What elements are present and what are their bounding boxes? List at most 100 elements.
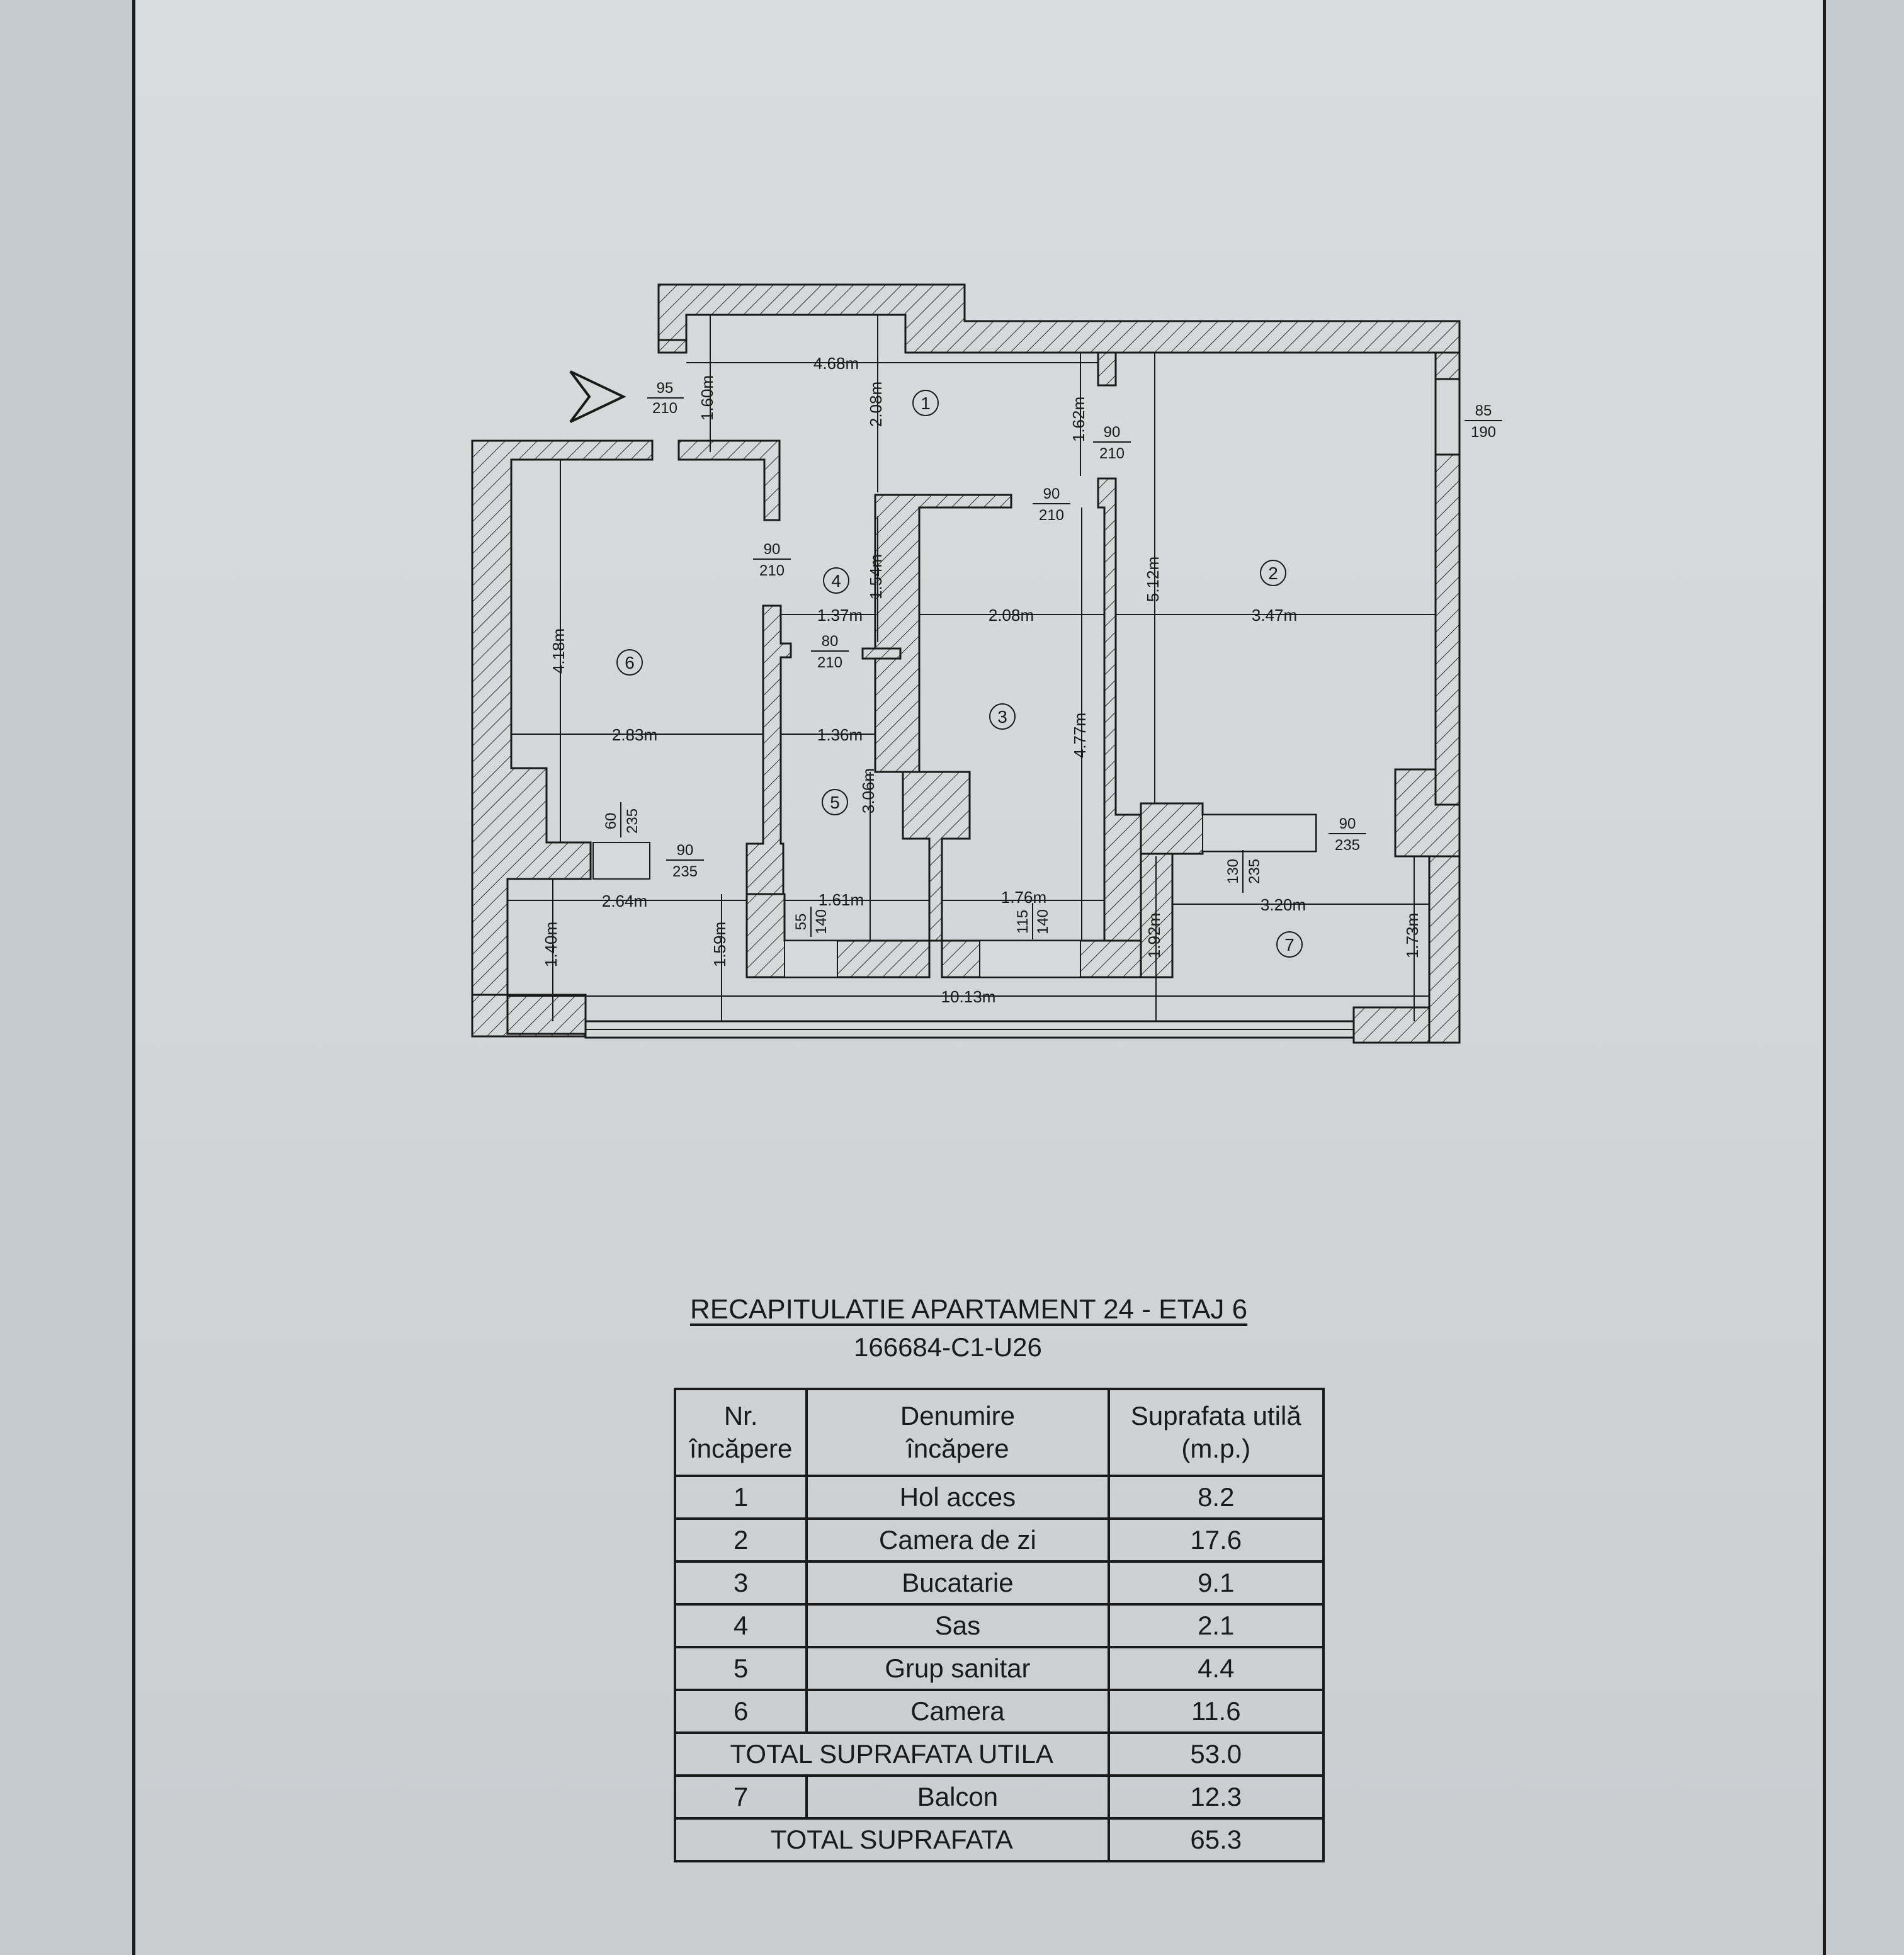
svg-text:1.59m: 1.59m bbox=[710, 922, 729, 967]
svg-text:55: 55 bbox=[793, 914, 810, 931]
svg-text:2: 2 bbox=[1268, 564, 1278, 583]
row-area: 4.4 bbox=[1107, 1646, 1325, 1691]
row-nr: 3 bbox=[673, 1560, 808, 1606]
svg-text:210: 210 bbox=[1099, 445, 1125, 462]
svg-text:235: 235 bbox=[1335, 837, 1360, 854]
svg-text:3: 3 bbox=[997, 707, 1007, 727]
row-name: Camera de zi bbox=[805, 1517, 1110, 1563]
wall-living-bottom-right bbox=[1394, 768, 1461, 858]
svg-text:90: 90 bbox=[1104, 424, 1121, 441]
wall-balcony-right bbox=[1428, 855, 1461, 1044]
svg-text:1.54m: 1.54m bbox=[866, 554, 885, 599]
wall-bedroom-top-right bbox=[677, 439, 781, 521]
svg-text:1.76m: 1.76m bbox=[1001, 888, 1046, 907]
balcony-name: Balcon bbox=[805, 1774, 1110, 1820]
svg-text:80: 80 bbox=[822, 633, 839, 650]
svg-text:210: 210 bbox=[817, 654, 842, 671]
svg-text:4.18m: 4.18m bbox=[549, 628, 568, 674]
svg-text:1.60m: 1.60m bbox=[698, 375, 717, 421]
svg-text:7: 7 bbox=[1284, 935, 1295, 955]
svg-text:10.13m: 10.13m bbox=[941, 987, 996, 1006]
balcony-row: 7 Balcon 12.3 bbox=[673, 1774, 1325, 1820]
row-name: Grup sanitar bbox=[805, 1646, 1110, 1691]
row-nr: 6 bbox=[673, 1689, 808, 1734]
row-area: 9.1 bbox=[1107, 1560, 1325, 1606]
door-bedroom-balcony bbox=[592, 842, 650, 880]
wall-entry-stub bbox=[657, 339, 688, 354]
room-label-6: 6 bbox=[616, 649, 643, 676]
svg-text:3.20m: 3.20m bbox=[1261, 895, 1306, 914]
row-name: Bucatarie bbox=[805, 1560, 1110, 1606]
room-label-7: 7 bbox=[1276, 931, 1303, 958]
svg-text:90: 90 bbox=[677, 842, 694, 859]
dimension-labels: 4.68m 1.60m 2.08m 1.62m 1.54m 1.37m 2.08… bbox=[541, 354, 1422, 1006]
header-nr: Nr. încăpere bbox=[673, 1388, 808, 1477]
svg-text:4.68m: 4.68m bbox=[813, 354, 859, 373]
row-nr: 5 bbox=[673, 1646, 808, 1691]
door-living-balcony bbox=[1202, 814, 1317, 852]
svg-text:1.62m: 1.62m bbox=[1069, 397, 1088, 442]
row-area: 11.6 bbox=[1107, 1689, 1325, 1734]
svg-text:130: 130 bbox=[1225, 859, 1242, 884]
recap-table: Nr. încăpere Denumire încăpere Suprafata… bbox=[673, 1388, 1325, 1862]
svg-text:140: 140 bbox=[1034, 909, 1051, 934]
walls bbox=[471, 283, 1461, 1044]
svg-text:1.40m: 1.40m bbox=[541, 922, 560, 967]
svg-text:210: 210 bbox=[759, 562, 785, 579]
balcony-nr: 7 bbox=[673, 1774, 808, 1820]
row-nr: 2 bbox=[673, 1517, 808, 1563]
table-row: 2 Camera de zi 17.6 bbox=[673, 1517, 1325, 1563]
svg-text:1: 1 bbox=[921, 394, 931, 413]
window-kitchen bbox=[979, 940, 1081, 978]
svg-text:2.08m: 2.08m bbox=[989, 606, 1034, 625]
svg-text:235: 235 bbox=[1246, 859, 1263, 884]
total-area: 65.3 bbox=[1107, 1817, 1325, 1862]
floor-plan: 1 2 3 4 5 6 7 4.68m 1.60m 2.08m 1.62m 1.… bbox=[471, 283, 1502, 1044]
total-useful-row: TOTAL SUPRAFATA UTILA 53.0 bbox=[674, 1731, 1325, 1777]
svg-text:115: 115 bbox=[1014, 910, 1031, 934]
row-area: 8.2 bbox=[1107, 1475, 1325, 1520]
svg-text:1.61m: 1.61m bbox=[819, 890, 864, 909]
svg-text:4.77m: 4.77m bbox=[1070, 713, 1089, 758]
table-row: 5 Grup sanitar 4.4 bbox=[673, 1646, 1325, 1691]
wall-kitchen-block bbox=[902, 771, 971, 942]
svg-text:6: 6 bbox=[625, 653, 635, 672]
svg-text:3.06m: 3.06m bbox=[859, 768, 878, 813]
row-nr: 1 bbox=[673, 1475, 808, 1520]
svg-text:1.73m: 1.73m bbox=[1403, 913, 1422, 958]
svg-text:5.12m: 5.12m bbox=[1143, 557, 1162, 602]
wall-sas-top bbox=[874, 494, 1012, 773]
total-useful-area: 53.0 bbox=[1107, 1731, 1325, 1777]
window-bath bbox=[784, 940, 838, 978]
recap-title: RECAPITULATIE APARTAMENT 24 - ETAJ 6 bbox=[690, 1294, 1248, 1325]
svg-text:235: 235 bbox=[672, 863, 698, 880]
wall-kitchen-living-2 bbox=[1097, 477, 1142, 942]
room-label-2: 2 bbox=[1260, 560, 1286, 586]
svg-text:90: 90 bbox=[1339, 815, 1356, 832]
wall-sas-door bbox=[861, 647, 902, 660]
wall-kitchen-living bbox=[1097, 351, 1117, 387]
recap-header-row: Nr. încăpere Denumire încăpere Suprafata… bbox=[673, 1388, 1325, 1477]
svg-text:2.83m: 2.83m bbox=[612, 725, 657, 744]
total-useful-label: TOTAL SUPRAFATA UTILA bbox=[674, 1731, 1110, 1777]
balcony-area: 12.3 bbox=[1107, 1774, 1325, 1820]
svg-text:5: 5 bbox=[830, 793, 840, 812]
svg-text:210: 210 bbox=[652, 400, 677, 417]
svg-text:210: 210 bbox=[1039, 507, 1064, 524]
header-area: Suprafata utilă (m.p.) bbox=[1107, 1388, 1325, 1477]
svg-text:2.64m: 2.64m bbox=[602, 892, 647, 910]
row-name: Camera bbox=[805, 1689, 1110, 1734]
table-row: 1 Hol acces 8.2 bbox=[673, 1475, 1325, 1520]
row-area: 17.6 bbox=[1107, 1517, 1325, 1563]
window-right bbox=[1434, 378, 1461, 456]
